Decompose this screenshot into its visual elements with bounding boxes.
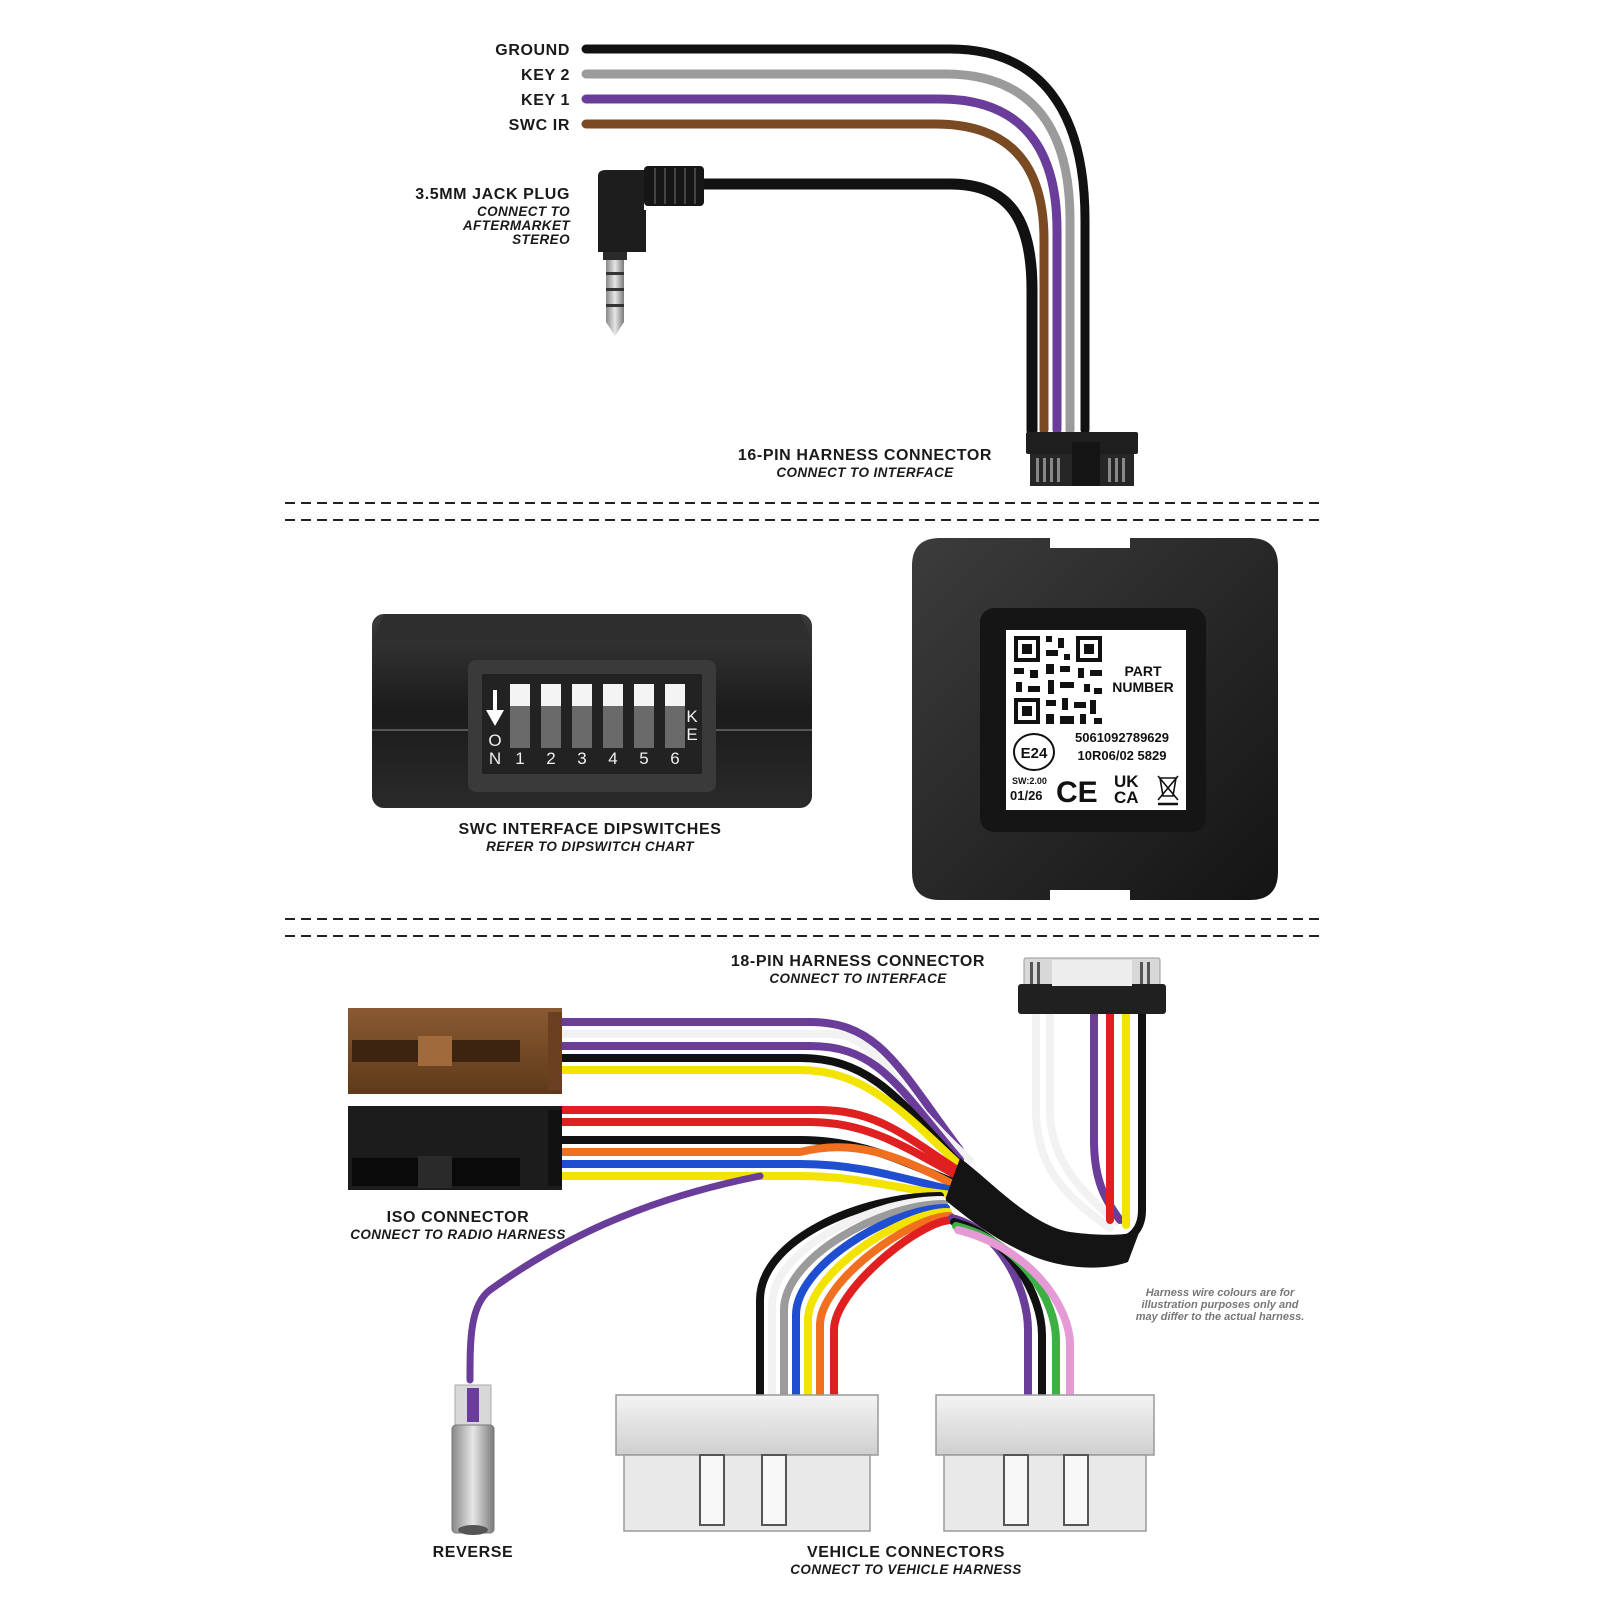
jack-sub-3: STEREO: [512, 232, 570, 247]
iso-connector-brown: [348, 1008, 562, 1094]
wire-loom-sleeve: [945, 1158, 1140, 1268]
disclaimer-line3: may differ to the actual harness.: [1136, 1311, 1305, 1323]
manufacture-date: 01/26: [1010, 788, 1043, 803]
qr-code-icon: [1014, 636, 1102, 724]
iso-connector-black: [348, 1106, 562, 1190]
key2-label: KEY 2: [521, 67, 570, 84]
vehicle-connector-large: [615, 1394, 879, 1532]
ce-mark-icon: CE: [1056, 776, 1098, 809]
disclaimer-line1: Harness wire colours are for: [1146, 1287, 1295, 1299]
dipswitch-sub: REFER TO DIPSWITCH CHART: [486, 839, 695, 854]
key2-wire: [581, 69, 1075, 435]
interface-module: PART NUMBER E24 5061092789629 10R06/02 5…: [912, 538, 1278, 900]
key1-label: KEY 1: [521, 92, 570, 109]
section-divider-top: [285, 502, 1320, 521]
dip-on-label-o: O: [488, 731, 501, 750]
dip-number: 1: [515, 749, 524, 768]
jack-plug: [598, 166, 704, 336]
ukca-mark-line1: UK: [1114, 772, 1139, 791]
dip-number: 3: [577, 749, 586, 768]
reverse-terminal: [451, 1384, 495, 1535]
disclaimer-line2: illustration purposes only and: [1141, 1299, 1298, 1311]
svg-text:E24: E24: [1021, 745, 1048, 762]
harness16-sub: CONNECT TO INTERFACE: [776, 465, 954, 480]
jack-title: 3.5MM JACK PLUG: [415, 186, 570, 203]
harness18-title: 18-PIN HARNESS CONNECTOR: [731, 953, 985, 970]
jack-sub-1: CONNECT TO: [477, 204, 570, 219]
ukca-mark-line2: CA: [1114, 788, 1139, 807]
vehicle-wire-group: [756, 1192, 1074, 1399]
part-number-line2: NUMBER: [1112, 679, 1173, 695]
vehicle-title: VEHICLE CONNECTORS: [807, 1544, 1005, 1561]
dip-number: 5: [639, 749, 648, 768]
on-arrow-icon: [486, 690, 504, 726]
dipswitch-box: O N K E 1 2 3 4 5 6: [372, 614, 812, 808]
harness18-wire-group: [1032, 1006, 1146, 1244]
vehicle-sub: CONNECT TO VEHICLE HARNESS: [790, 1562, 1021, 1577]
dip-on-label-n: N: [489, 749, 501, 768]
vehicle-connector-small: [935, 1394, 1155, 1532]
swc-ir-wire: [581, 119, 1049, 435]
harness16-title: 16-PIN HARNESS CONNECTOR: [738, 447, 992, 464]
e-mark-icon: E24: [1013, 733, 1055, 771]
barcode-number: 5061092789629: [1075, 730, 1169, 745]
jack-sub-2: AFTERMARKET: [462, 218, 571, 233]
section-divider-bottom: [285, 918, 1320, 937]
dip-ke-label-k: K: [686, 707, 698, 726]
software-version: SW:2.00: [1012, 776, 1047, 786]
reverse-title: REVERSE: [433, 1544, 514, 1561]
iso-wire-group: [556, 1018, 974, 1200]
dip-number: 4: [608, 749, 617, 768]
reverse-wire: [466, 1172, 764, 1384]
harness16-connector: [1026, 432, 1138, 486]
key1-wire: [581, 94, 1062, 435]
weee-bin-icon: [1157, 775, 1179, 806]
dipswitch-title: SWC INTERFACE DIPSWITCHES: [458, 821, 721, 838]
part-number-line1: PART: [1124, 663, 1162, 679]
dip-number: 2: [546, 749, 555, 768]
dip-ke-label-e: E: [686, 725, 697, 744]
approval-number: 10R06/02 5829: [1078, 748, 1167, 763]
ground-label: GROUND: [495, 42, 570, 59]
iso-title: ISO CONNECTOR: [387, 1209, 530, 1226]
iso-sub: CONNECT TO RADIO HARNESS: [350, 1227, 566, 1242]
harness18-sub: CONNECT TO INTERFACE: [769, 971, 947, 986]
swc-ir-label: SWC IR: [509, 117, 570, 134]
ground-wire: [581, 44, 1090, 435]
harness18-connector: [1018, 957, 1166, 1014]
dip-number: 6: [670, 749, 679, 768]
top-wire-group: [581, 44, 1090, 436]
jack-cable: [694, 178, 1038, 436]
